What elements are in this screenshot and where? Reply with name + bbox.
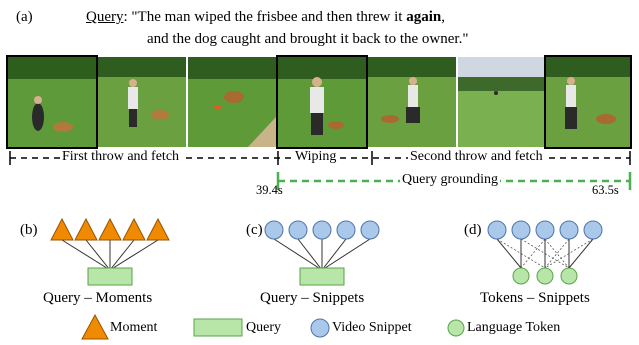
panel-d-diagram xyxy=(487,220,603,285)
moment-node-5 xyxy=(146,217,170,241)
panel-b-diagram xyxy=(50,217,170,286)
legend-snippet-icon xyxy=(310,318,330,338)
snippet-node-c3 xyxy=(312,220,332,240)
grounding-label: Query grounding xyxy=(400,172,501,188)
segment-second-throw: Second throw and fetch xyxy=(408,149,545,165)
segment-first-throw: First throw and fetch xyxy=(60,149,182,165)
video-frame-strip xyxy=(6,55,632,149)
video-frame-7 xyxy=(544,55,632,149)
panel-a-label: (a) xyxy=(16,9,33,25)
panel-d-caption: Tokens – Snippets xyxy=(480,290,590,306)
query-line-1-post: , xyxy=(441,9,445,25)
video-frame-5 xyxy=(368,57,456,147)
legend-moment-icon xyxy=(81,313,109,340)
segment-wiping: Wiping xyxy=(293,149,339,165)
moment-node-3 xyxy=(98,217,122,241)
snippet-node-d3 xyxy=(535,220,555,240)
query-text-line-2: and the dog caught and brought it back t… xyxy=(147,31,469,47)
snippet-node-c5 xyxy=(360,220,380,240)
video-frame-2 xyxy=(98,57,186,147)
query-emphasis-again: again xyxy=(406,9,442,25)
snippet-node-d2 xyxy=(511,220,531,240)
moment-node-1 xyxy=(50,217,74,241)
snippet-node-d1 xyxy=(487,220,507,240)
snippet-node-c4 xyxy=(336,220,356,240)
panel-c-diagram xyxy=(264,220,380,286)
query-node-c xyxy=(299,267,345,286)
token-node-d3 xyxy=(560,267,578,285)
snippet-node-c2 xyxy=(288,220,308,240)
panel-c-caption: Query – Snippets xyxy=(260,290,365,306)
video-frame-4 xyxy=(276,55,368,149)
query-node-b xyxy=(87,267,133,286)
video-frame-3 xyxy=(188,57,276,147)
panel-b-label: (b) xyxy=(20,222,38,238)
legend-query-icon xyxy=(193,318,243,337)
query-colon: : xyxy=(123,9,128,25)
query-line-1-pre: "The man wiped the frisbee and then thre… xyxy=(127,9,407,25)
legend-token-icon xyxy=(447,319,465,337)
panel-d-label: (d) xyxy=(464,222,482,238)
legend-query-label: Query xyxy=(246,320,281,335)
moment-node-2 xyxy=(74,217,98,241)
snippet-node-d4 xyxy=(559,220,579,240)
legend-moment-label: Moment xyxy=(110,320,158,335)
snippet-node-d5 xyxy=(583,220,603,240)
token-node-d1 xyxy=(512,267,530,285)
start-time: 39.4s xyxy=(256,183,283,197)
moment-node-4 xyxy=(122,217,146,241)
panel-b-caption: Query – Moments xyxy=(43,290,153,306)
video-frame-1 xyxy=(6,55,98,149)
legend-snippet-label: Video Snippet xyxy=(332,320,412,335)
panel-c-label: (c) xyxy=(246,222,263,238)
snippet-node-c1 xyxy=(264,220,284,240)
video-frame-6 xyxy=(458,57,544,147)
query-text-line-1: Query: "The man wiped the frisbee and th… xyxy=(86,9,445,26)
query-keyword: Query xyxy=(86,9,124,25)
end-time: 63.5s xyxy=(592,183,619,197)
legend-token-label: Language Token xyxy=(467,320,561,335)
token-node-d2 xyxy=(536,267,554,285)
